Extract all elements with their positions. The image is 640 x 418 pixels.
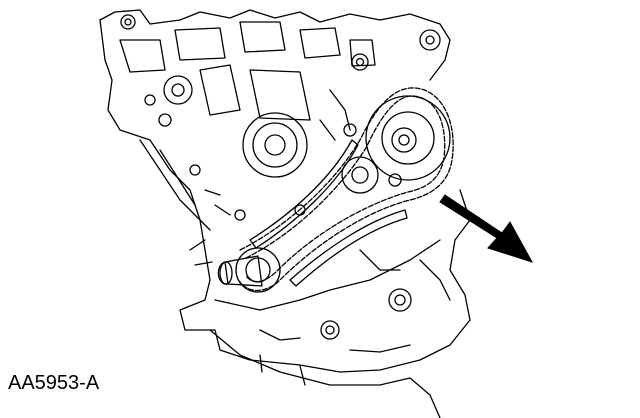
- bolt-16: [343, 123, 357, 137]
- bolt-15: [234, 209, 246, 221]
- cover-boss-inner: [264, 134, 286, 156]
- timing-chain-inner: [245, 95, 446, 283]
- bolt-10: [320, 320, 340, 340]
- crankshaft-end: [219, 261, 233, 285]
- bolt-6: [425, 35, 435, 45]
- bolt-9: [189, 164, 201, 176]
- bolt-7: [158, 113, 172, 127]
- camshaft-sprocket-ring: [381, 111, 435, 165]
- block-detail-lines: [139, 89, 451, 353]
- camshaft-sprocket-hub: [391, 127, 417, 153]
- idler-sprocket-inner: [351, 166, 369, 184]
- chain-guide-upper: [249, 139, 359, 249]
- figure-id-label: AA5953-A: [8, 372, 100, 394]
- bolt-5: [419, 29, 441, 51]
- bolt-4: [355, 57, 365, 67]
- engine-block-outline: [99, 9, 471, 373]
- bolt-12: [388, 288, 412, 312]
- crank-sprocket-outer: [235, 247, 281, 293]
- bolt-1: [120, 14, 136, 30]
- chain-guide-lower: [289, 209, 408, 287]
- oil-pan-outline: [209, 329, 441, 418]
- side-boss-outer: [163, 75, 193, 105]
- bolt-2: [124, 18, 132, 26]
- camshaft-sprocket-bolt: [398, 134, 410, 146]
- cover-boss-mid: [252, 122, 298, 168]
- bolt-11: [325, 325, 335, 335]
- direction-arrow: [439, 194, 534, 263]
- bolt-8: [144, 94, 156, 106]
- side-boss-inner: [171, 83, 185, 97]
- cylinder-head-detail: [119, 21, 376, 121]
- bolt-13: [394, 294, 406, 306]
- cover-boss-outer: [242, 112, 308, 178]
- timing-chain-outer: [239, 87, 454, 292]
- bolt-3: [351, 53, 369, 71]
